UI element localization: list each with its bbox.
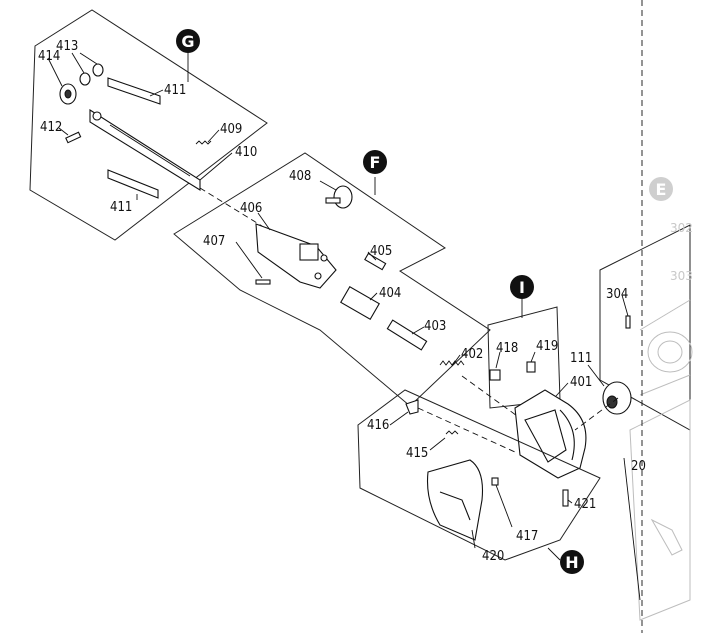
part-407-pin (255, 279, 271, 285)
part-419-screw (526, 361, 536, 373)
label-415: 415 (406, 446, 428, 461)
label-405: 405 (370, 244, 392, 259)
label-412: 412 (40, 120, 62, 135)
part-404-cylinder (340, 285, 380, 321)
part-411-bar-top (107, 77, 161, 105)
part-416-bracket (405, 399, 419, 415)
part-401-housing (514, 382, 587, 479)
part-413-washer (79, 72, 91, 86)
label-403: 403 (424, 319, 446, 334)
label-409: 409 (220, 122, 242, 137)
label-421: 421 (574, 497, 596, 512)
label-414: 414 (38, 49, 60, 64)
part-417-clip (491, 477, 499, 486)
label-419: 419 (536, 339, 558, 354)
label-302: 302 (670, 221, 693, 235)
badge-g: G (176, 29, 200, 53)
part-304-pin (625, 315, 631, 329)
part-409-spring (195, 140, 212, 145)
badge-h: H (560, 550, 584, 574)
label-410: 410 (235, 145, 257, 160)
label-417: 417 (516, 529, 538, 544)
label-420: 420 (482, 549, 504, 564)
part-413-washer-2 (92, 63, 104, 77)
label-401: 401 (570, 375, 592, 390)
label-402: 402 (461, 347, 483, 362)
group-f (173, 152, 491, 407)
part-111-bushing (602, 381, 632, 415)
badge-e: E (649, 177, 673, 201)
part-405-pin (364, 252, 387, 271)
badge-f: F (363, 150, 387, 174)
part-408-knob (333, 185, 353, 209)
part-403-shaft (386, 319, 428, 351)
part-410-rail (89, 108, 201, 191)
svg-text:E: E (656, 180, 667, 199)
part-418-nut (489, 369, 501, 381)
label-408: 408 (289, 169, 311, 184)
label-304: 304 (606, 287, 628, 302)
label-406: 406 (240, 201, 262, 216)
svg-text:H: H (565, 553, 578, 572)
label-111: 111 (570, 351, 592, 366)
label-411-top: 411 (164, 83, 186, 98)
label-418: 418 (496, 341, 518, 356)
label-416: 416 (367, 418, 389, 433)
label-303: 303 (670, 269, 693, 283)
svg-text:I: I (519, 278, 525, 297)
label-404: 404 (379, 286, 401, 301)
label-20: 20 (631, 459, 646, 474)
part-415-spring (445, 430, 459, 435)
label-411-bottom: 411 (110, 200, 132, 215)
label-407: 407 (203, 234, 225, 249)
label-413: 413 (56, 39, 78, 54)
part-411-bar-bottom (107, 169, 159, 199)
group-h (357, 389, 601, 561)
part-412-pin (65, 131, 82, 144)
svg-text:F: F (370, 153, 381, 172)
group-e (587, 224, 693, 621)
group-f-panel (173, 152, 491, 407)
group-g (29, 9, 268, 241)
group-h-panel (357, 389, 601, 561)
badge-i: I (510, 275, 534, 299)
part-421-pin (562, 489, 569, 507)
part-402-spring (439, 360, 465, 366)
svg-text:G: G (181, 32, 194, 51)
